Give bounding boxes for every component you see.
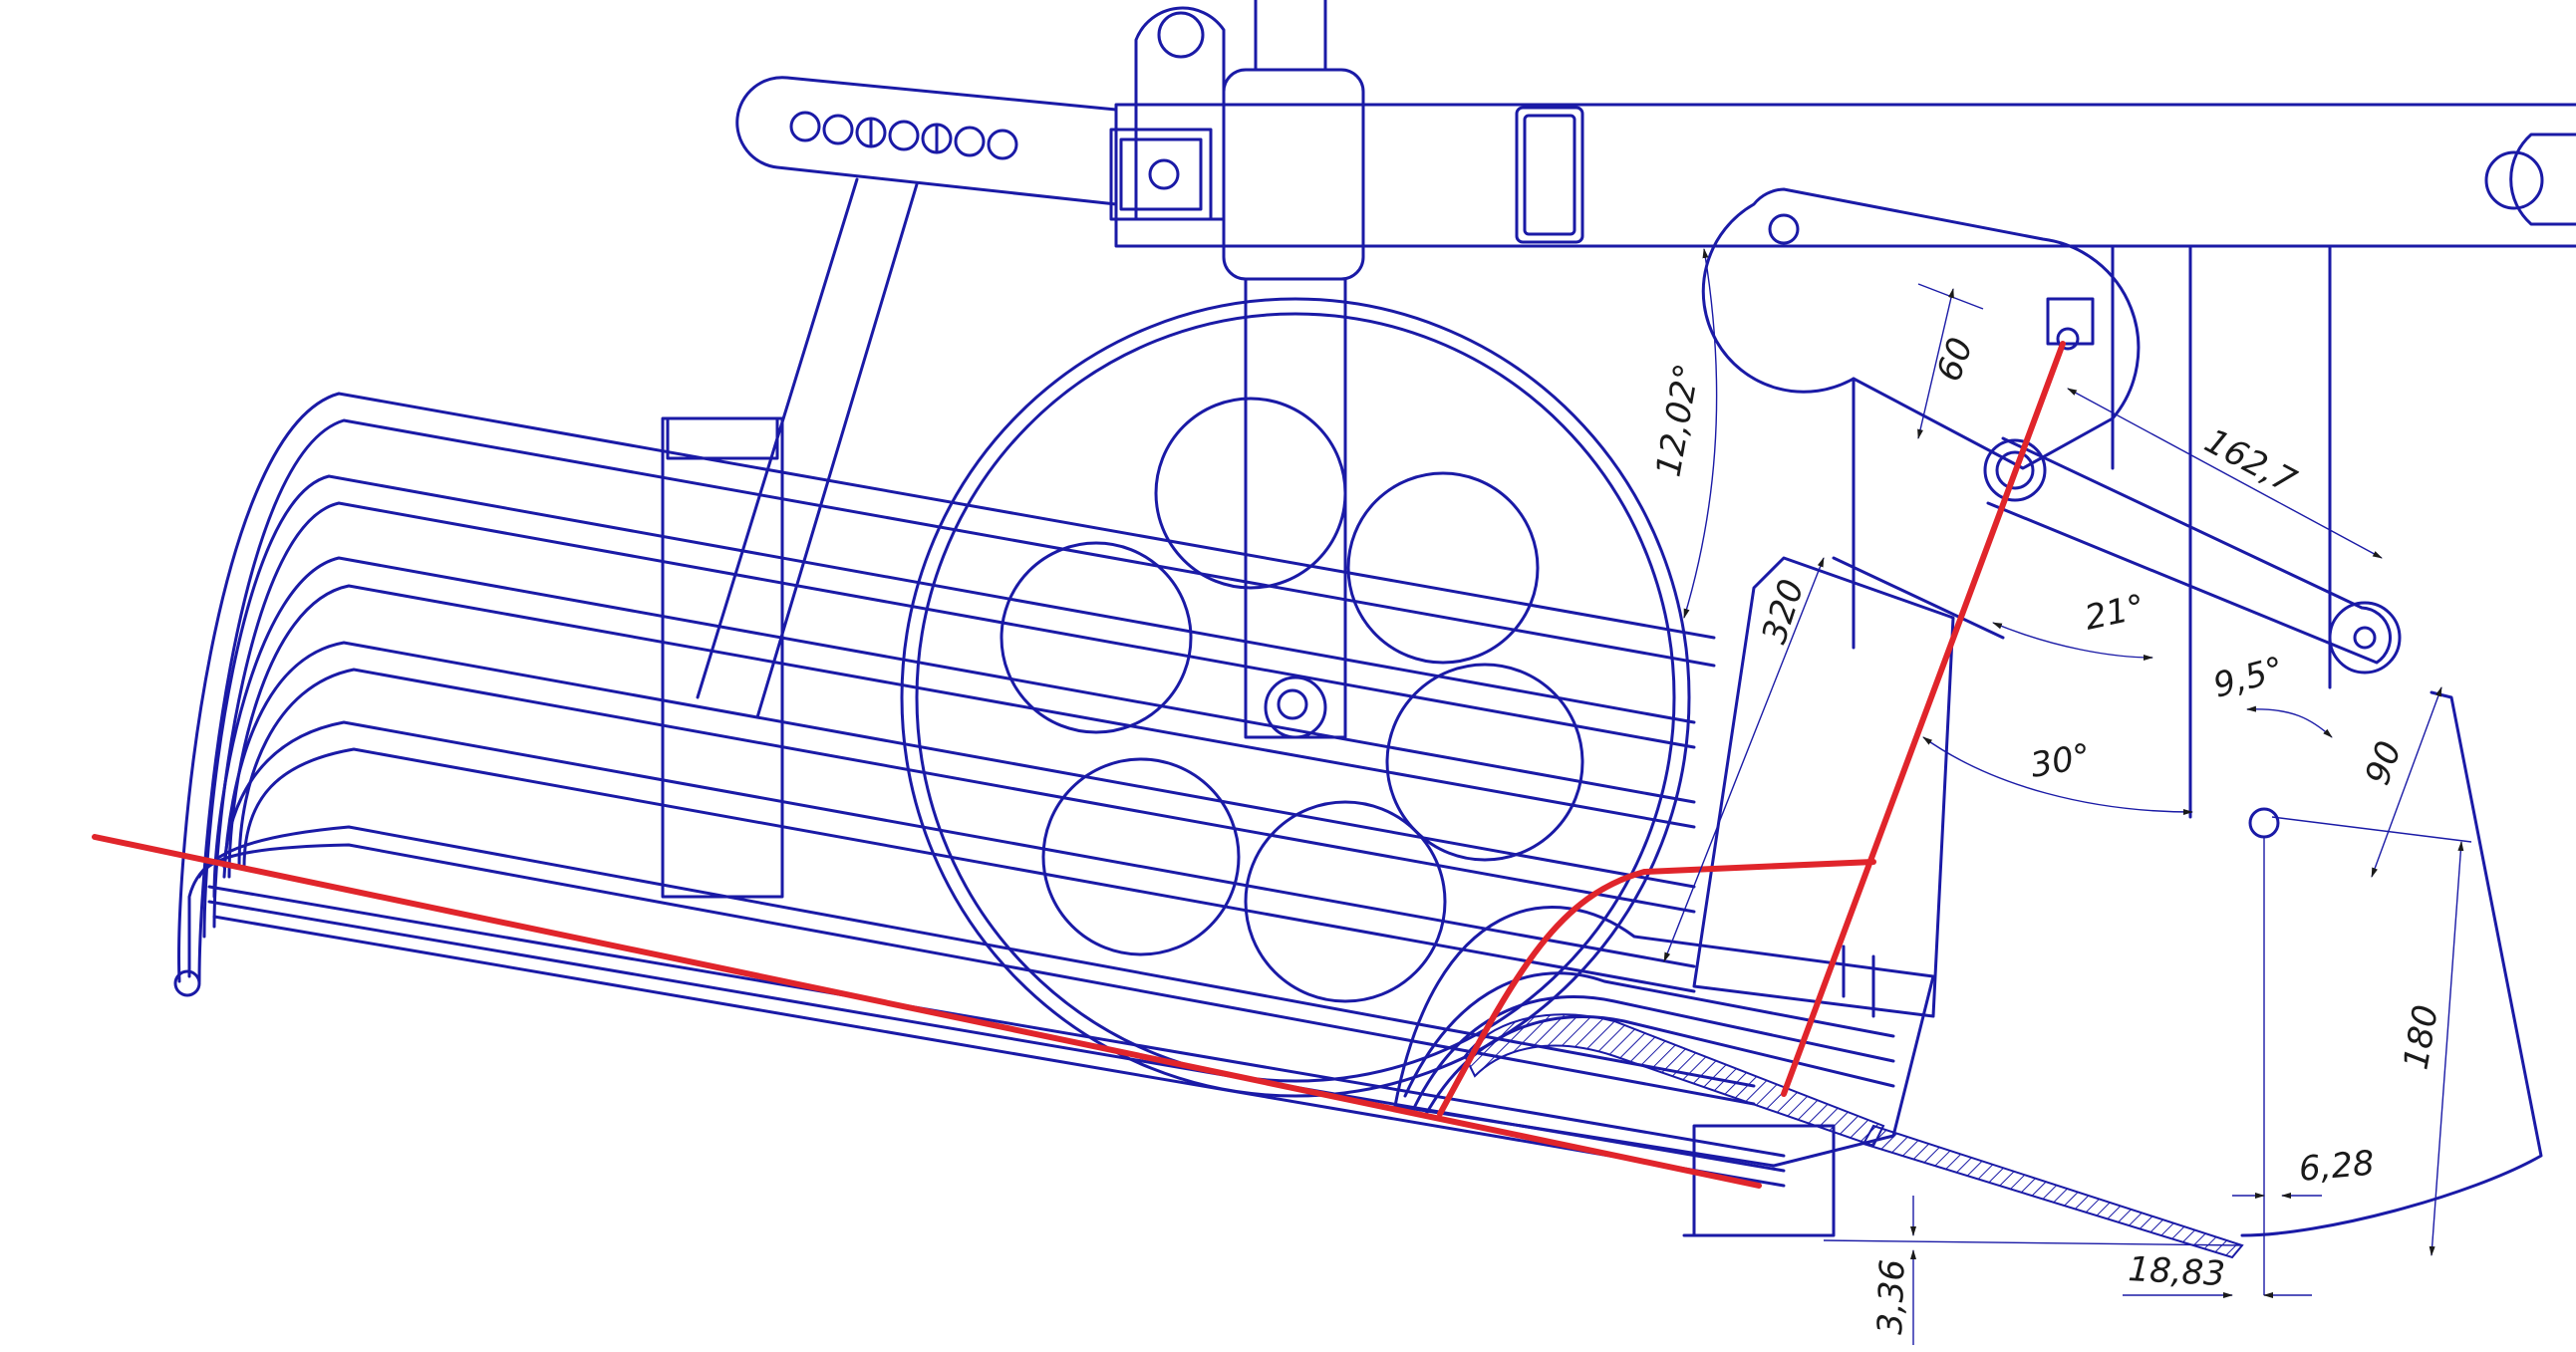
dim-6-28: 6,28 bbox=[2297, 1144, 2376, 1190]
diagonal-struts bbox=[661, 177, 919, 899]
red-overlay-lines bbox=[92, 341, 2066, 1189]
dim-60: 60 bbox=[1929, 333, 1981, 387]
adjustment-strap bbox=[735, 76, 1118, 206]
dim-angle-12-02: 12,02° bbox=[1648, 361, 1707, 480]
dim-320: 320 bbox=[1755, 575, 1813, 649]
share-assembly bbox=[1393, 556, 2244, 1259]
large-wheel bbox=[900, 297, 1691, 1098]
vertical-post bbox=[1222, 0, 1365, 739]
dim-18-83: 18,83 bbox=[2128, 1249, 2226, 1294]
dim-3-36: 3,36 bbox=[1870, 1258, 1913, 1335]
dim-angle-21: 21° bbox=[2082, 587, 2148, 639]
dim-162-7: 162,7 bbox=[2198, 421, 2303, 502]
tine-bars bbox=[173, 392, 1786, 1188]
dim-180: 180 bbox=[2396, 1002, 2446, 1073]
top-bracket bbox=[1109, 6, 1226, 221]
dim-90: 90 bbox=[2358, 736, 2410, 790]
dimension-lines bbox=[1663, 248, 2472, 1345]
dim-angle-30: 30° bbox=[2028, 736, 2094, 786]
right-eye-bracket bbox=[2484, 133, 2576, 226]
frame-beam bbox=[1114, 103, 2576, 819]
dim-angle-9-5: 9,5° bbox=[2209, 650, 2288, 706]
